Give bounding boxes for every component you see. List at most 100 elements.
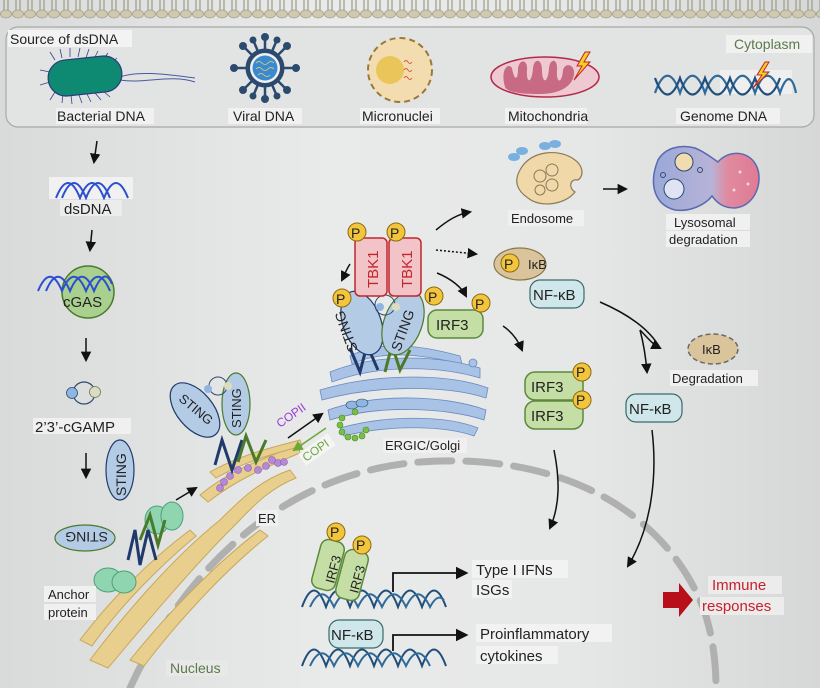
immune-label-bg-2: [700, 597, 784, 615]
p-label-3: P: [336, 291, 345, 307]
cgamp-label: 2’3’-cGAMP: [35, 419, 115, 436]
mitochondrion-icon: [490, 56, 600, 98]
er-label-bg: [256, 510, 278, 526]
nfkb-nuclear: [328, 619, 384, 649]
irf3-dimer-nuclear: [310, 522, 372, 602]
sting-small-golgi: [345, 398, 369, 410]
tbk1-label-2: TBK1: [399, 250, 416, 288]
lysosomal-label-bg-1: [666, 214, 750, 230]
lysosomal-label-line1: Lysosomal: [674, 215, 736, 230]
isgs-label-bg: [472, 580, 512, 598]
ikb-nfkb-complex: [493, 247, 585, 309]
nfkb-label-complex: NF-κB: [533, 287, 576, 304]
micronucleus-icon: [367, 37, 433, 103]
ikb-degraded-label: IκB: [702, 342, 721, 357]
source-label-viral: Viral DNA: [233, 108, 295, 124]
source-label-micronuclei: Micronuclei: [362, 108, 433, 124]
p-label-1: P: [351, 225, 360, 241]
micronuclei-label-bg: [360, 108, 440, 124]
viral-label-bg: [228, 108, 302, 124]
copi-vesicle: [336, 408, 370, 442]
sting-label-exit-2: STING: [229, 388, 244, 428]
p-label-dimer-1: P: [576, 364, 585, 380]
tbk1-label-1: TBK1: [365, 250, 382, 288]
arrow-copi: [292, 427, 327, 452]
anchor-label-bg-2: [44, 604, 96, 620]
p-label-2: P: [390, 225, 399, 241]
plasma-membrane: [0, 0, 820, 22]
proinflam-label-bg: [476, 624, 612, 642]
nucleus-label: Nucleus: [170, 660, 221, 676]
source-title: Source of dsDNA: [10, 31, 119, 47]
damage-lightning-icon-2: [752, 61, 771, 89]
arrow-irf3-dimerize: [502, 325, 524, 352]
arrow-to-ikb-dotted: [435, 247, 479, 259]
endosome-label-bg: [508, 210, 584, 226]
arrow-source-to-dsdna: [89, 140, 101, 165]
genome-label-bg: [676, 108, 780, 124]
nfkb-free: [625, 393, 683, 423]
dsdna-label: dsDNA: [64, 201, 112, 218]
arrow-copii: [287, 412, 324, 439]
irf3-label-dimer-1: IRF3: [531, 379, 564, 396]
irf3-dimer: [524, 362, 592, 430]
dsdna-label-bg: [60, 200, 122, 216]
irf3-monomer: [427, 309, 484, 339]
damage-lightning-icon: [573, 51, 592, 81]
degradation-label-bg: [670, 370, 758, 386]
immune-label-line1: Immune: [712, 577, 766, 594]
p-label-nuc-2: P: [356, 537, 365, 553]
arrow-irf3-to-nucleus: [548, 449, 559, 530]
arrow-to-endosome: [435, 208, 473, 231]
irf3-label-dimer-2: IRF3: [531, 408, 564, 425]
source-label-genome: Genome DNA: [680, 108, 768, 124]
source-label-bacterial: Bacterial DNA: [57, 108, 146, 124]
irf3-label-nuc-1: IRF3: [322, 554, 344, 585]
p-label-nuc-1: P: [330, 524, 339, 540]
er-label: ER: [258, 511, 276, 526]
lysosomal-label-bg-2: [666, 231, 750, 247]
cgas-enzyme: [37, 265, 115, 319]
irf3-label-nuc-2: IRF3: [346, 564, 368, 595]
source-title-bg: [8, 30, 132, 47]
p-label-4: P: [428, 289, 437, 305]
lysosome: [652, 145, 760, 212]
bacterial-label-bg: [56, 108, 154, 124]
arrow-to-free-nfkb: [639, 329, 652, 375]
bacterium-icon: [39, 47, 196, 105]
immune-label-line2: responses: [702, 598, 771, 615]
nfkb-label-free: NF-κB: [629, 401, 672, 418]
golgi-label: ERGIC/Golgi: [385, 438, 460, 453]
arrow-tbk1-loop: [341, 263, 351, 282]
immune-response-arrow-icon: [663, 583, 693, 617]
cgamp-label-bg: [33, 418, 131, 434]
nuclear-dna-irf3: [301, 589, 447, 610]
ikb-label: IκB: [528, 257, 547, 272]
golgi-label-bg: [383, 438, 467, 453]
mitochondria-label-bg: [505, 108, 587, 124]
anchor-label-line1: Anchor: [48, 587, 90, 602]
arrow-ikb-branch: [639, 329, 662, 349]
transcription-arrow-cytokine: [392, 628, 469, 651]
transcription-arrow-ifn: [392, 566, 469, 592]
source-label-mitochondria: Mitochondria: [508, 108, 588, 124]
nuclear-dna-nfkb: [301, 648, 447, 669]
p-label-5: P: [475, 296, 484, 312]
immune-label-bg-1: [708, 576, 782, 594]
endosome: [508, 140, 583, 205]
cytokines-label-bg: [476, 646, 558, 664]
sting-dimer-er-exit: [169, 372, 288, 492]
anchor-label-bg-1: [44, 586, 96, 602]
cgas-label: cGAS: [63, 294, 102, 311]
ikb-degraded: [687, 333, 739, 365]
sting-label-inactive-2: STING: [65, 529, 108, 545]
cytokines-label: cytokines: [480, 648, 543, 665]
cgamp-molecule-icon: [66, 381, 101, 405]
degradation-label: Degradation: [672, 371, 743, 386]
tbk1-dimer: [354, 237, 422, 297]
anchor-label-line2: protein: [48, 605, 88, 620]
copi-label-bg: [298, 433, 336, 466]
sting-dimer-inactive: [54, 439, 167, 566]
